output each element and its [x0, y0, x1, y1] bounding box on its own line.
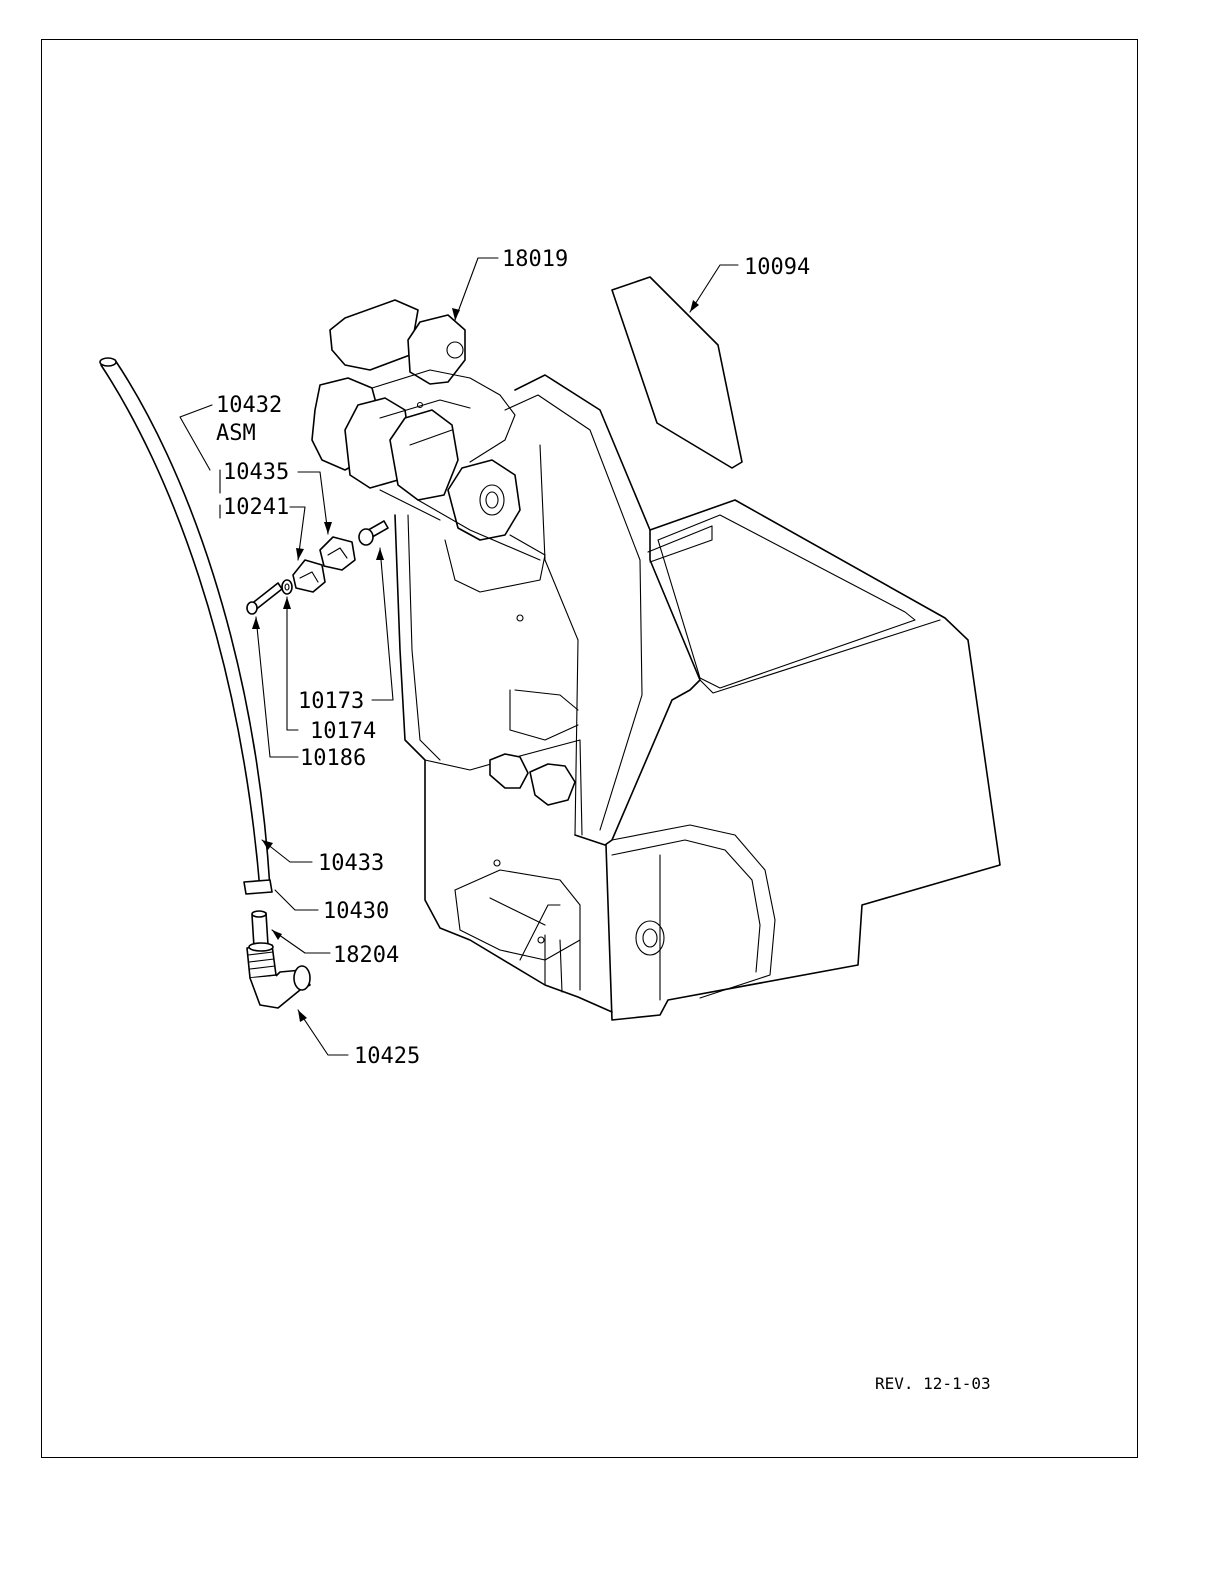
callout-10435: 10435 [223, 460, 289, 485]
callout-10430: 10430 [323, 899, 389, 924]
callout-10432: 10432 [216, 393, 282, 418]
washer-10174 [282, 580, 292, 594]
hinge-bracket [312, 300, 540, 560]
bolt-10173 [359, 521, 388, 545]
window-panel [612, 277, 742, 468]
clip-10241 [293, 560, 325, 592]
callout-10432-asm: ASM [216, 421, 256, 446]
callout-18204: 18204 [333, 943, 399, 968]
callout-10186: 10186 [300, 746, 366, 771]
revision-label: REV. 12-1-03 [875, 1374, 991, 1393]
callout-18019: 18019 [502, 247, 568, 272]
callout-10174: 10174 [310, 719, 376, 744]
callout-10425: 10425 [354, 1044, 420, 1069]
callout-10433: 10433 [318, 851, 384, 876]
elbow-fitting-10425 [247, 943, 310, 1008]
callout-10173: 10173 [298, 689, 364, 714]
clip-10435 [320, 537, 355, 570]
callout-10094: 10094 [744, 255, 810, 280]
screw-10186 [247, 583, 282, 614]
fitting-18204 [252, 911, 268, 947]
callout-10241: 10241 [223, 495, 289, 520]
